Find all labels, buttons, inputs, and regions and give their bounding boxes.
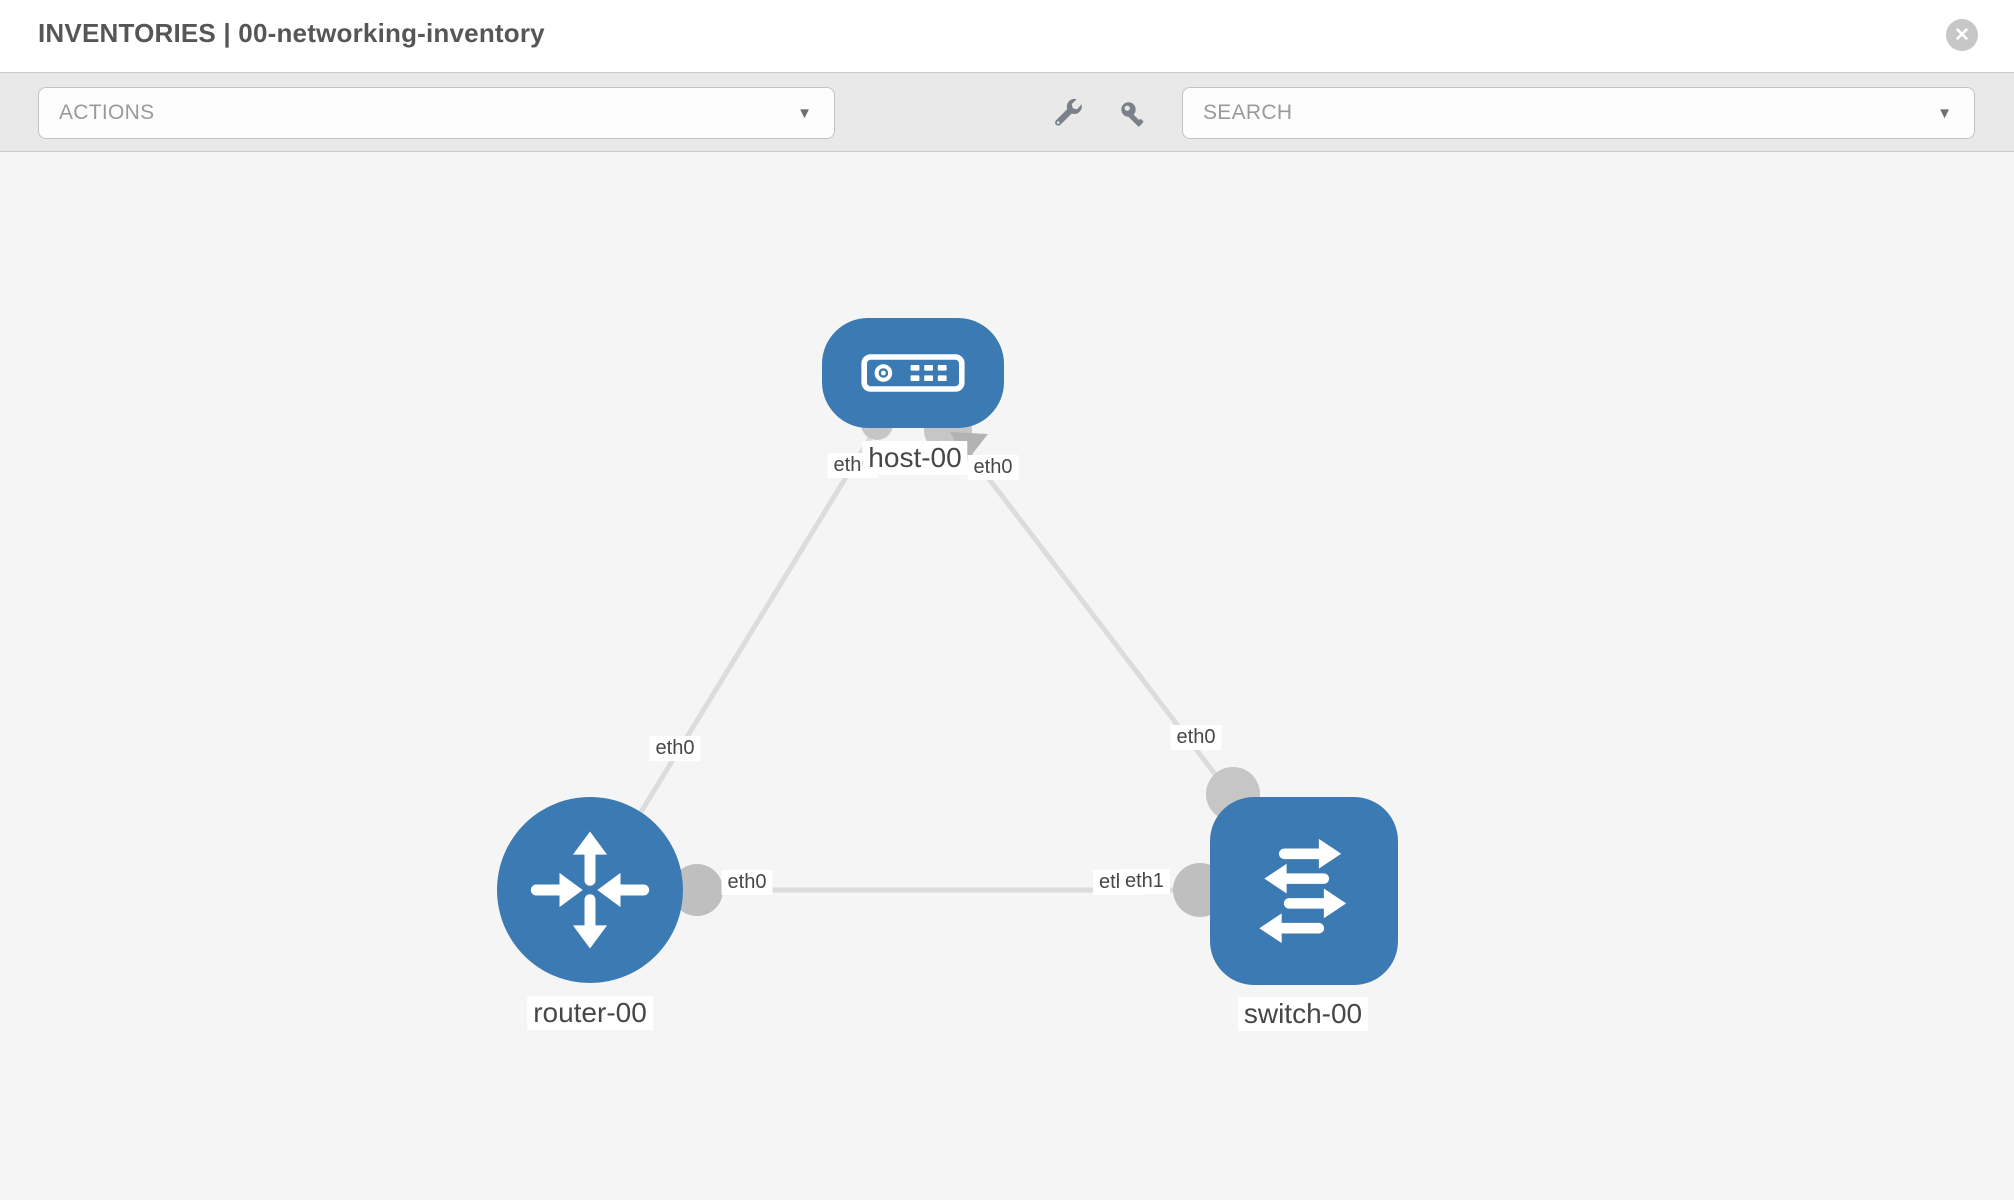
actions-dropdown-label: ACTIONS bbox=[59, 101, 155, 124]
port-label-router-top: eth0 bbox=[649, 736, 701, 761]
node-router-00[interactable] bbox=[497, 797, 683, 983]
chevron-down-icon: ▼ bbox=[1937, 104, 1952, 122]
port-label-mid-right-front: eth1 bbox=[1119, 869, 1170, 894]
host-icon bbox=[861, 354, 965, 392]
actions-dropdown[interactable]: ACTIONS ▼ bbox=[38, 87, 835, 139]
wrench-icon[interactable] bbox=[1050, 97, 1086, 133]
port-label-switch-top: eth0 bbox=[1170, 725, 1222, 750]
search-placeholder: SEARCH bbox=[1203, 101, 1293, 124]
page-title: INVENTORIES | 00-networking-inventory bbox=[38, 18, 545, 48]
header: INVENTORIES | 00-networking-inventory ✕ bbox=[0, 0, 2014, 72]
port-label-host-right: eth0 bbox=[967, 455, 1019, 480]
chevron-down-icon: ▼ bbox=[797, 104, 812, 122]
node-host-00[interactable] bbox=[822, 318, 1004, 428]
link-arrowhead bbox=[950, 432, 988, 462]
links-layer bbox=[638, 406, 1260, 917]
port-circle-router-right[interactable] bbox=[671, 864, 723, 916]
key-icon[interactable] bbox=[1116, 97, 1152, 133]
port-label-mid-left: eth0 bbox=[721, 870, 773, 895]
switch-icon bbox=[1259, 838, 1347, 944]
node-switch-00[interactable] bbox=[1210, 797, 1398, 985]
node-label-router: router-00 bbox=[527, 996, 653, 1030]
node-label-host: host-00 bbox=[862, 441, 968, 475]
search-input[interactable]: SEARCH ▼ bbox=[1182, 87, 1975, 139]
router-icon bbox=[530, 831, 650, 949]
close-glyph: ✕ bbox=[1954, 24, 1970, 46]
topology-canvas[interactable]: host-00 router-00 switch-00 eth0 eth0 et… bbox=[0, 152, 2014, 1200]
node-label-switch: switch-00 bbox=[1237, 997, 1369, 1031]
close-icon[interactable]: ✕ bbox=[1946, 19, 1978, 51]
toolbar: ACTIONS ▼ SEARCH ▼ bbox=[0, 72, 2014, 152]
